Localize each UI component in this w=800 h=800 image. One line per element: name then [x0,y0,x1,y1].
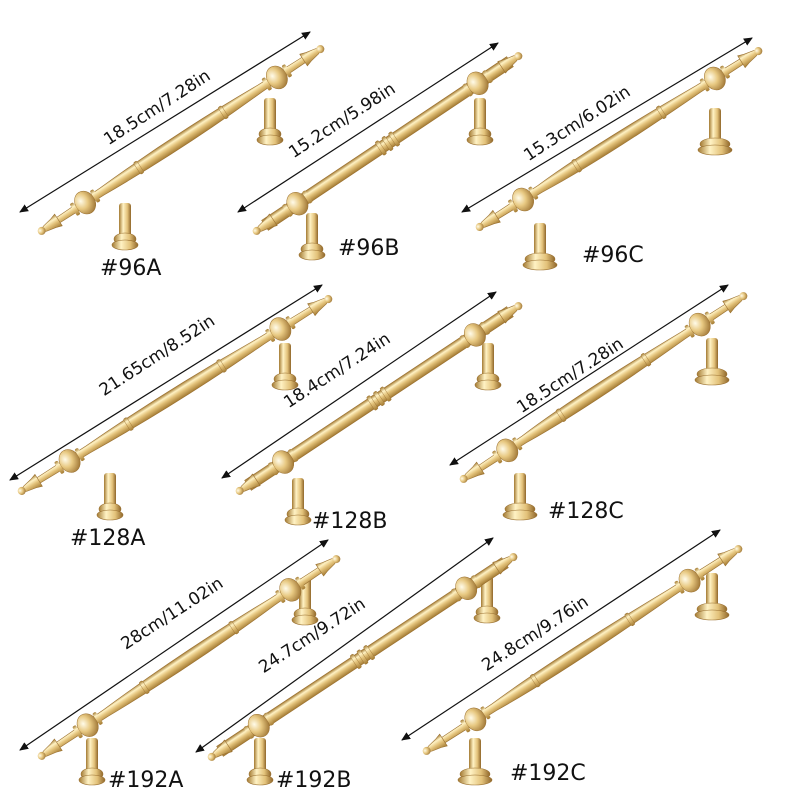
dimension-arrow [401,529,721,741]
dimension-label: 21.65cm/8.52in [96,311,219,401]
dimension-arrow [461,37,753,213]
handle-base [474,379,502,391]
handle-base [246,774,274,786]
handle-base [466,134,494,146]
handle-post [306,213,318,247]
handle-post [482,343,494,377]
model-code: #192C [510,761,586,786]
handle-bar [207,553,518,761]
handle-base [697,144,733,156]
model-code: #192B [276,768,352,793]
handle-post [469,738,481,772]
handle-post [709,108,721,142]
model-code: #96B [338,236,400,261]
handle-base [457,774,493,786]
dimension-arrow [195,537,494,753]
handle-base [78,774,106,786]
handle-post [292,478,304,512]
handle-post [86,738,98,772]
handle-base [694,609,730,621]
handle [475,47,763,271]
dimension-label: 24.8cm/9.76in [478,592,592,676]
dimension-arrow [237,42,499,213]
model-code: #192A [108,768,183,793]
handle-post [279,343,291,377]
handle-post [104,473,116,507]
handle-base [111,239,139,251]
handle-post [514,473,526,507]
handle-bar [422,545,743,755]
model-code: #96C [582,243,644,268]
model-code: #128A [70,526,145,551]
handle-post [706,573,718,607]
model-code: #96A [100,256,161,281]
handle [37,555,341,786]
handle-base [502,509,538,521]
handle-post [254,738,266,772]
handle-post [264,98,276,132]
model-code: #128C [548,499,624,524]
handle-base [522,259,558,271]
handle-base [256,134,284,146]
handle-post [706,338,718,372]
handle-post [534,223,546,257]
handle-base [694,374,730,386]
handle-post [119,203,131,237]
handle-post [474,98,486,132]
dimension-arrow [221,291,497,479]
dimension-arrow [449,284,729,466]
handle-bar [37,555,341,760]
handle-base [96,509,124,521]
dimension-label: 15.3cm/6.02in [520,82,634,166]
handle [422,545,743,786]
handle-base [284,514,312,526]
handle-base [473,612,501,624]
model-code: #128B [312,509,388,534]
handle-base [298,249,326,261]
